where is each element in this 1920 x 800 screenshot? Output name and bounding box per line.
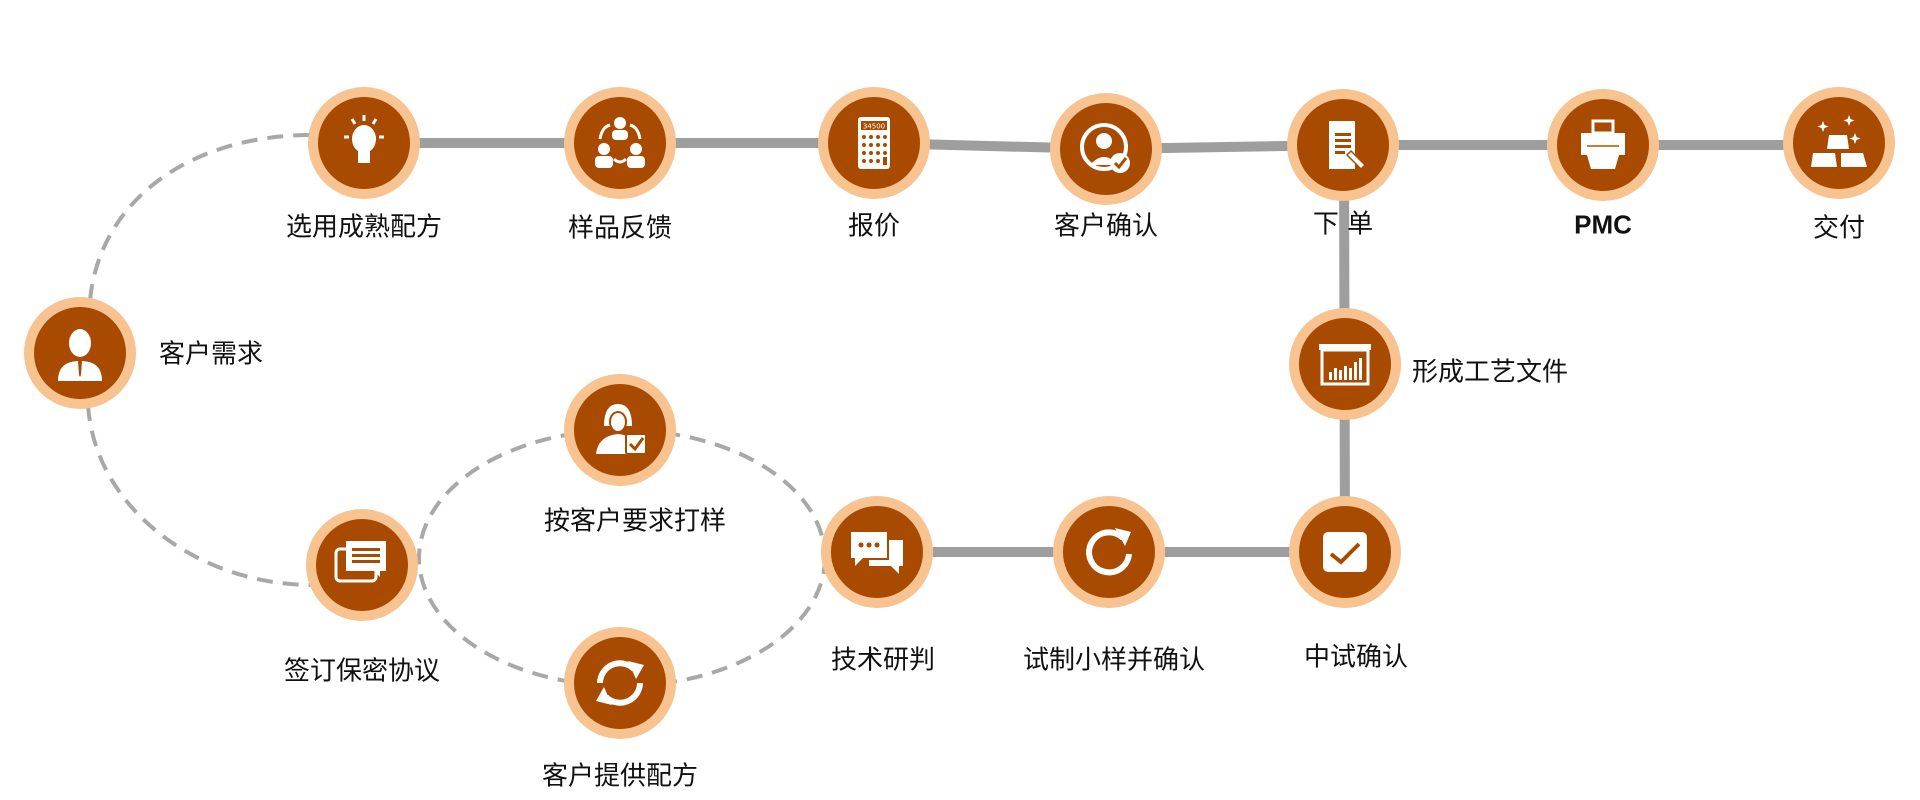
node-quotation: 34500 (818, 87, 930, 199)
label-select-formula: 选用成熟配方 (285, 212, 443, 243)
node-customer-confirm (1050, 93, 1162, 205)
node-customer-formula (564, 627, 676, 739)
node-select-formula (308, 87, 420, 199)
node-place-order (1287, 89, 1399, 201)
node-sample-per-request (564, 374, 676, 486)
calculator-display: 34500 (863, 123, 885, 131)
team-exchange-icon (595, 117, 645, 168)
label-trial-sample-confirm: 试制小样并确认 (1022, 645, 1206, 676)
label-place-order: 下 单 (1312, 209, 1374, 240)
node-customer-demand (24, 297, 136, 409)
customer-check-icon (1080, 123, 1130, 173)
label-sample-feedback: 样品反馈 (567, 213, 673, 244)
node-pilot-confirm (1289, 496, 1401, 608)
label-process-docs: 形成工艺文件 (1412, 357, 1569, 388)
gold-bars-icon (1811, 115, 1867, 167)
refresh-arrow-icon (1086, 528, 1132, 576)
dashed-connector-demand-to-nda (86, 404, 313, 587)
node-delivery (1783, 87, 1895, 199)
label-pmc: PMC (1574, 209, 1632, 240)
node-process-docs (1289, 308, 1401, 420)
printer-icon (1581, 119, 1625, 169)
cycle-arrows-icon (596, 660, 644, 706)
document-pen-icon (1329, 121, 1367, 171)
businessman-icon (58, 329, 102, 381)
dashed-connector-demand-to-formula (88, 133, 313, 301)
chat-bubbles-icon (851, 532, 903, 574)
label-sign-nda: 签订保密协议 (283, 656, 441, 687)
checkbox-icon (1323, 532, 1367, 572)
node-sample-feedback (564, 87, 676, 199)
node-trial-sample-confirm (1053, 496, 1165, 608)
label-customer-formula: 客户提供配方 (541, 761, 699, 792)
label-customer-confirm: 客户确认 (1053, 211, 1159, 242)
label-tech-review: 技术研判 (830, 645, 936, 676)
node-pmc (1547, 89, 1659, 201)
contract-messages-icon (334, 541, 386, 583)
label-quotation: 报价 (847, 211, 901, 242)
label-pilot-confirm: 中试确认 (1303, 642, 1409, 673)
bar-chart-board-icon (1319, 344, 1371, 386)
node-sign-nda (306, 509, 418, 621)
calculator-icon: 34500 (858, 117, 890, 169)
label-customer-demand: 客户需求 (159, 339, 264, 370)
lightbulb-icon (344, 115, 384, 163)
label-sample-per-request: 按客户要求打样 (543, 506, 727, 537)
woman-check-icon (596, 404, 647, 455)
label-delivery: 交付 (1812, 213, 1866, 244)
node-tech-review (821, 496, 933, 608)
